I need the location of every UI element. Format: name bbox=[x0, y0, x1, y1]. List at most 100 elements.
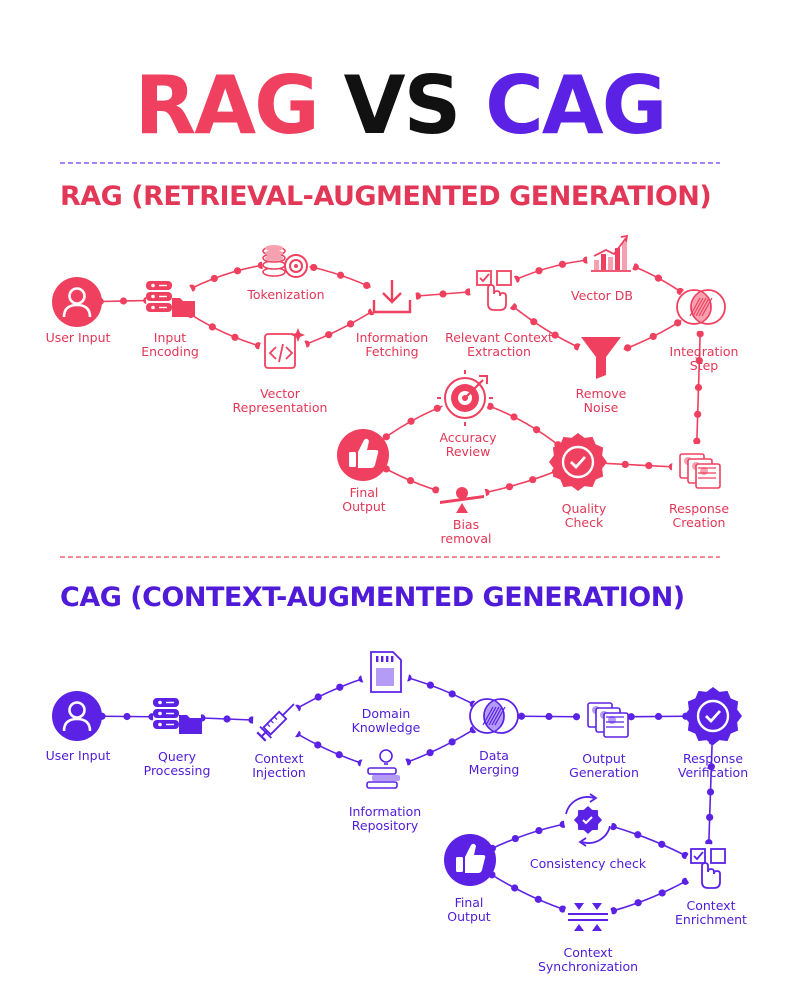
connector-dot bbox=[535, 267, 543, 275]
title-rag: RAG bbox=[134, 59, 320, 152]
main-title: RAG VS CAG bbox=[0, 66, 800, 146]
connector-dot bbox=[627, 713, 635, 721]
connector-dot bbox=[325, 331, 333, 339]
connector-dot bbox=[634, 831, 642, 839]
connector-dot bbox=[559, 905, 567, 913]
connector-dot bbox=[572, 713, 581, 721]
connector-dot bbox=[645, 462, 653, 470]
rag-download-tray-icon bbox=[368, 274, 416, 322]
rag-documents-icon bbox=[672, 444, 721, 492]
connector-dot bbox=[363, 281, 371, 290]
cag-section-title: CAG (CONTEXT-AUGMENTED GENERATION) bbox=[60, 582, 685, 613]
rag-label-vector-db: Vector DB bbox=[570, 288, 634, 303]
rag-label-information-fetching: Information Fetching bbox=[355, 330, 429, 359]
cag-label-context-enrichment: Context Enrichment bbox=[675, 898, 747, 927]
cag-label-query-processing: Query Processing bbox=[143, 749, 211, 778]
cag-label-response-verification: Response Verification bbox=[677, 751, 749, 780]
cag-label-context-synchronization: Context Synchronization bbox=[537, 945, 639, 974]
cag-user-icon bbox=[52, 691, 102, 741]
cag-compress-arrows-icon bbox=[564, 893, 612, 941]
rag-balance-scale-icon bbox=[438, 473, 486, 521]
connector-dot bbox=[123, 712, 131, 721]
connector-dot bbox=[119, 297, 128, 305]
rag-label-bias-removal: Bias removal bbox=[440, 517, 492, 546]
connector-dot bbox=[210, 274, 218, 283]
rag-label-vector-representation: Vector Representation bbox=[232, 386, 328, 415]
cag-label-user-input: User Input bbox=[45, 748, 111, 763]
rag-label-input-encoding: Input Encoding bbox=[141, 330, 199, 359]
rag-click-checkbox-icon bbox=[470, 266, 518, 314]
connector-dot bbox=[658, 840, 666, 848]
rag-label-remove-noise: Remove Noise bbox=[575, 386, 627, 415]
rag-section-title: RAG (RETRIEVAL-AUGMENTED GENERATION) bbox=[60, 181, 712, 212]
rag-label-relevant-context-extraction: Relevant Context Extraction bbox=[445, 330, 553, 359]
connector-dot bbox=[314, 693, 322, 701]
connector-dot bbox=[530, 318, 538, 326]
rag-label-integration-step: Integration Step bbox=[669, 344, 739, 373]
cag-label-final-output: Final Output bbox=[447, 895, 491, 924]
rag-icons bbox=[52, 234, 726, 521]
connector-dot bbox=[707, 763, 715, 771]
cag-icons bbox=[52, 648, 742, 941]
connector-dot bbox=[511, 884, 519, 892]
connector-dot bbox=[231, 333, 239, 341]
rag-funnel-icon bbox=[577, 333, 625, 381]
connector-dot bbox=[624, 344, 632, 352]
connector-dot bbox=[314, 741, 322, 749]
rag-user-icon bbox=[52, 277, 102, 327]
rag-label-tokenization: Tokenization bbox=[247, 287, 325, 302]
rag-merge-circles-icon bbox=[676, 283, 726, 331]
cag-merge-circles-icon bbox=[469, 692, 519, 740]
rag-label-response-creation: Response Creation bbox=[668, 501, 730, 530]
connector-dot bbox=[551, 331, 559, 339]
cag-click-checkbox-icon bbox=[684, 844, 732, 892]
connector-dot bbox=[621, 460, 629, 468]
cag-label-data-merging: Data Merging bbox=[468, 748, 520, 777]
connector-dot bbox=[448, 738, 456, 746]
connector-dot bbox=[337, 271, 345, 279]
title-vs: VS bbox=[343, 59, 462, 152]
rag-code-document-icon bbox=[259, 328, 307, 376]
cag-gear-cycle-icon bbox=[564, 793, 612, 847]
connector-dot bbox=[649, 332, 657, 341]
connector-dot bbox=[406, 477, 415, 485]
cag-label-context-injection: Context Injection bbox=[252, 751, 306, 780]
connector-dot bbox=[432, 486, 440, 494]
cag-syringe-icon bbox=[253, 697, 301, 745]
rag-check-badge-icon bbox=[549, 433, 607, 491]
rag-label-user-input: User Input bbox=[45, 330, 111, 345]
connector-dot bbox=[695, 357, 703, 365]
cag-database-folder-icon bbox=[153, 693, 202, 741]
connector-dot bbox=[310, 263, 318, 272]
connector-dot bbox=[694, 410, 702, 418]
connector-dot bbox=[535, 826, 543, 835]
connector-dot bbox=[706, 813, 714, 821]
connector-dot bbox=[486, 402, 494, 410]
connector-dot bbox=[426, 681, 434, 689]
rag-bar-chart-icon bbox=[587, 234, 635, 282]
rag-coins-target-icon bbox=[262, 238, 310, 286]
connector-dot bbox=[346, 320, 355, 328]
connector-dot bbox=[609, 907, 618, 915]
connector-dot bbox=[433, 404, 441, 412]
connector-dot bbox=[426, 749, 434, 757]
connector-dot bbox=[654, 274, 662, 282]
connector-dot bbox=[511, 834, 519, 843]
connector-dot bbox=[223, 715, 231, 723]
rag-thumbs-up-icon bbox=[337, 429, 389, 481]
connector-dot bbox=[517, 712, 526, 720]
connector-dot bbox=[558, 260, 567, 268]
connector-dot bbox=[448, 690, 456, 698]
cag-label-information-repository: Information Repository bbox=[348, 804, 422, 833]
connector-dot bbox=[674, 319, 682, 327]
rag-label-quality-check: Quality Check bbox=[561, 501, 607, 530]
cag-label-consistency-check: Consistency check bbox=[529, 856, 647, 871]
rag-label-final-output: Final Output bbox=[342, 485, 386, 514]
rag-target-arrow-icon bbox=[437, 370, 493, 426]
cag-thumbs-up-icon bbox=[444, 834, 496, 886]
connector-dot bbox=[658, 889, 666, 897]
connector-dot bbox=[696, 330, 704, 338]
cag-label-domain-knowledge: Domain Knowledge bbox=[351, 706, 421, 735]
connector-dot bbox=[532, 426, 541, 434]
